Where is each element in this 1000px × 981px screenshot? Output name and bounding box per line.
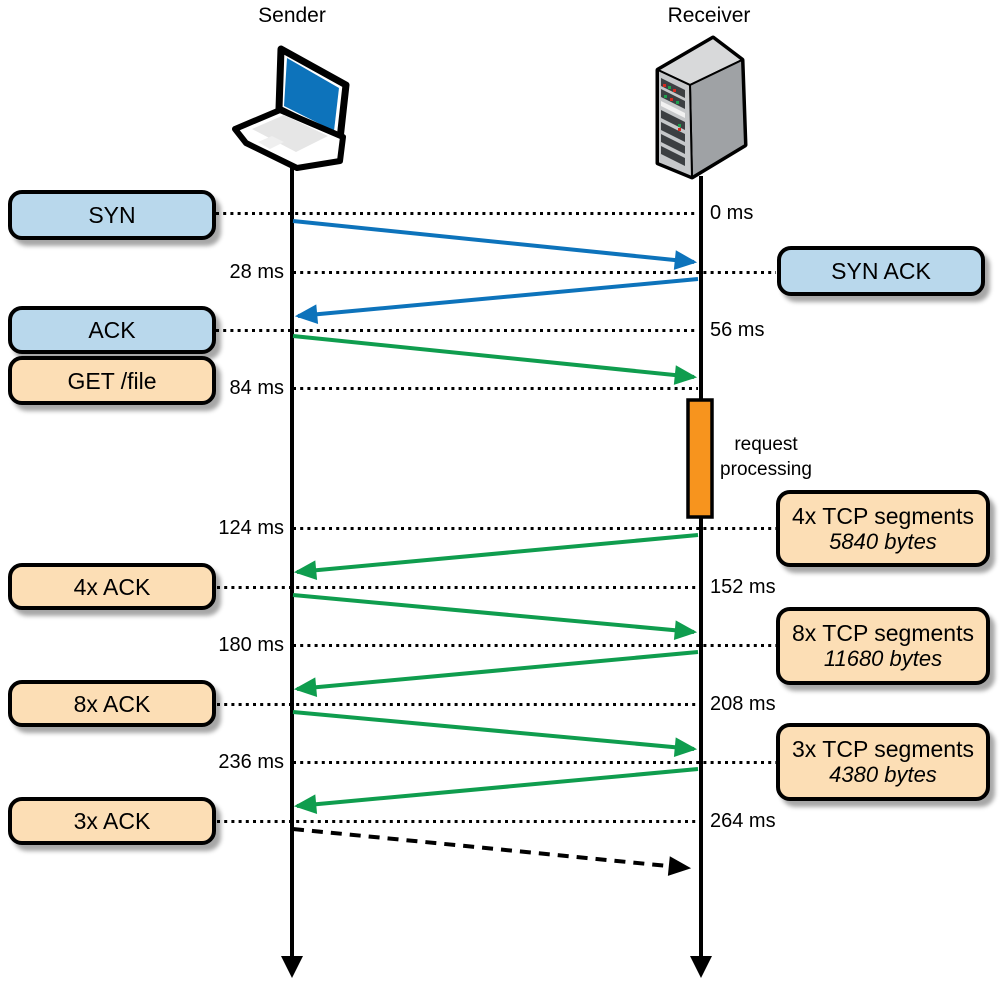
segments-8x-bytes: 11680 bytes: [823, 646, 943, 671]
timestamp-208ms: 208 ms: [710, 693, 776, 715]
syn-ack-arrow: [294, 277, 699, 325]
laptop-screen: [284, 58, 339, 131]
ack-8x-label: 8x ACK: [73, 690, 151, 717]
ack-label: ACK: [88, 317, 136, 343]
timestamp-264ms: 264 ms: [710, 810, 776, 832]
syn-arrow: [292, 219, 698, 270]
segments-3x-box: 3x TCP segments 4380 bytes: [776, 723, 990, 801]
sender-lifeline-arrowhead: [281, 956, 303, 978]
laptop-trackpad: [258, 136, 284, 149]
segments-3x-label: 3x TCP segments: [792, 736, 974, 762]
timestamp-236ms: 236 ms: [218, 751, 284, 773]
sender-lifeline: [281, 164, 303, 978]
get-file-box: GET /file: [8, 356, 216, 405]
ack-4x-box: 4x ACK: [8, 563, 216, 610]
timestamp-56ms: 56 ms: [710, 319, 765, 341]
ack-4x-arrow: [292, 593, 698, 641]
segments-4x-label: 4x TCP segments: [792, 502, 974, 529]
server-front-band: [661, 101, 685, 118]
syn-ack-label: SYN ACK: [831, 258, 931, 284]
request-processing-line2: processing: [720, 459, 812, 480]
segments-8x-arrow: [293, 650, 699, 698]
final-dashed-arrow: [292, 827, 692, 876]
timestamp-0ms: 0 ms: [710, 202, 754, 224]
timestamp-124ms: 124 ms: [218, 517, 284, 539]
laptop-keyboard: [252, 115, 328, 152]
server-led-lights: [663, 84, 681, 131]
timestamp-84ms: 84 ms: [229, 377, 284, 399]
segments-4x-bytes: 5840 bytes: [829, 528, 937, 554]
segments-3x-arrow: [293, 767, 699, 815]
syn-ack-box: SYN ACK: [777, 246, 985, 296]
message-arrows: [292, 219, 699, 876]
timestamp-180ms: 180 ms: [218, 634, 284, 656]
get-file-label: GET /file: [67, 367, 157, 394]
receiver-lifeline: [690, 176, 712, 978]
segments-8x-box: 8x TCP segments 11680 bytes: [776, 607, 990, 685]
get-file-arrow: [292, 334, 698, 385]
segments-3x-bytes: 4380 bytes: [829, 762, 937, 787]
sender-title: Sender: [258, 4, 326, 27]
ack-box: ACK: [8, 306, 216, 354]
request-processing-bar: [686, 398, 714, 519]
receiver-lifeline-arrowhead: [690, 956, 712, 978]
ack-3x-box: 3x ACK: [8, 797, 216, 845]
laptop-icon: [232, 45, 350, 171]
ack-4x-label: 4x ACK: [73, 573, 151, 600]
request-processing-line1: request: [734, 434, 798, 455]
ack-8x-arrow: [292, 710, 698, 758]
request-processing-note: request processing: [696, 432, 836, 482]
segments-4x-arrow: [293, 533, 699, 581]
segments-8x-label: 8x TCP segments: [792, 620, 974, 646]
timestamp-152ms: 152 ms: [710, 576, 776, 598]
timestamp-28ms: 28 ms: [229, 261, 284, 283]
segments-4x-box: 4x TCP segments 5840 bytes: [776, 490, 990, 567]
syn-label: SYN: [88, 202, 136, 228]
timestamp-connector-lines: [216, 212, 776, 823]
receiver-title: Receiver: [667, 4, 751, 27]
ack-8x-box: 8x ACK: [8, 680, 216, 727]
server-icon: [655, 35, 748, 180]
syn-box: SYN: [8, 190, 216, 240]
ack-3x-label: 3x ACK: [73, 808, 151, 834]
